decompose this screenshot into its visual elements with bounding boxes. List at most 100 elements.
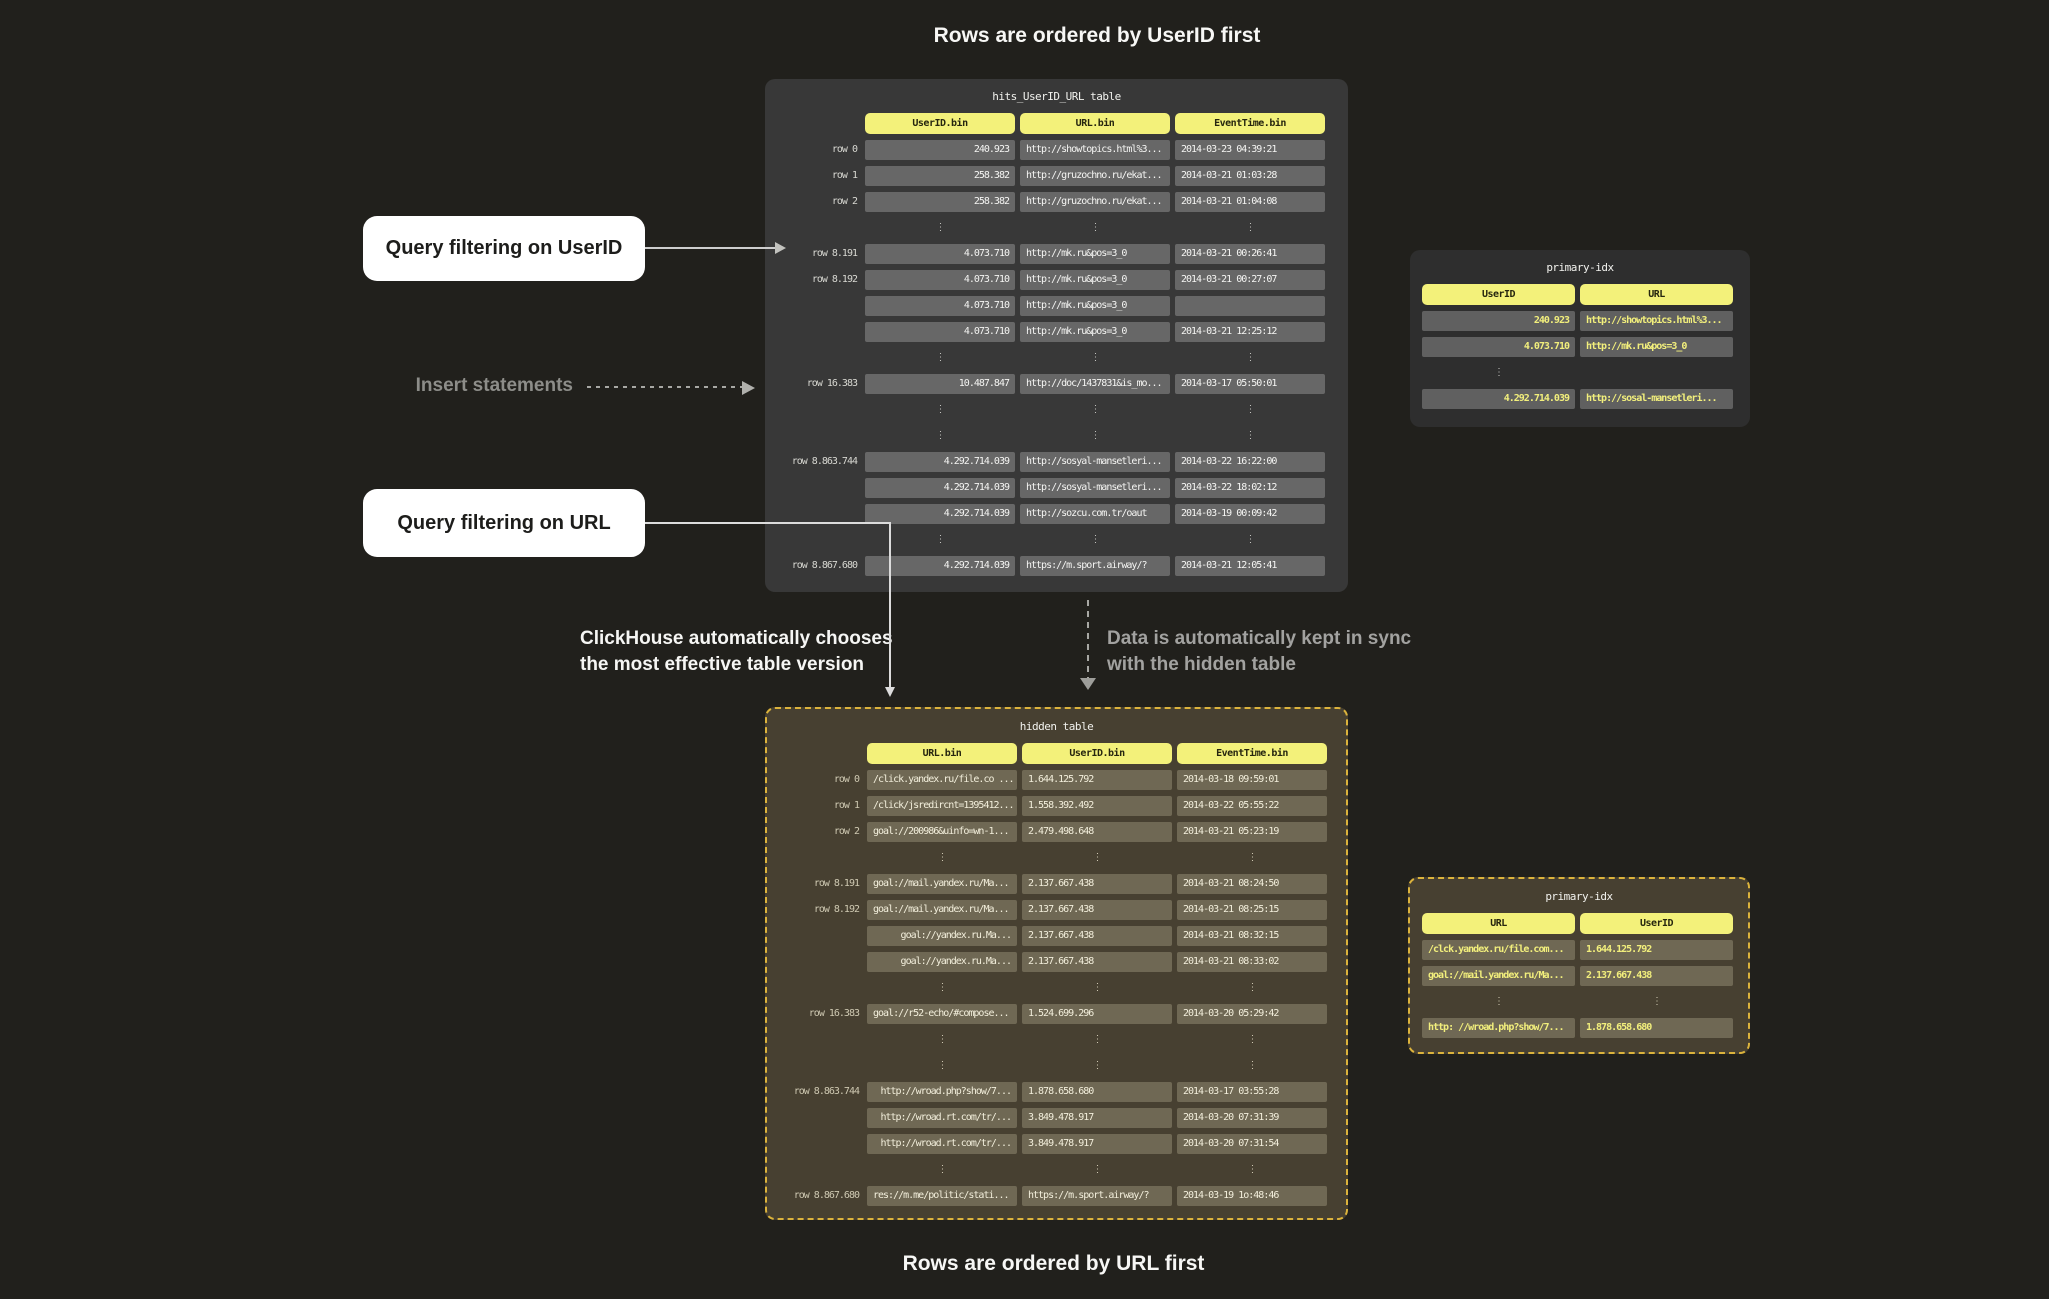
table-cell: 1.878.658.680 <box>1022 1082 1172 1102</box>
dots-row: ⋮ <box>1410 363 1750 383</box>
query-userid-arrow-line <box>645 247 775 249</box>
query-filtering-url-label: Query filtering on URL <box>397 511 611 534</box>
table-cell: 4.292.714.039 <box>865 504 1015 524</box>
column-header: UserID <box>1422 284 1575 305</box>
table-cell: 1.644.125.792 <box>1022 770 1172 790</box>
table-cell: http://showtopics.html%3... <box>1020 140 1170 160</box>
row-label: row 1 <box>831 170 858 181</box>
table-cell: /click/jsredircnt=1395412... <box>867 796 1017 816</box>
dots-cell: ⋮ <box>935 222 946 233</box>
row-label: row 16.383 <box>808 1008 860 1019</box>
table-cell: 2.137.667.438 <box>1022 926 1172 946</box>
table-cell: goal://yandex.ru.Ma... <box>867 952 1017 972</box>
column-header: UserID.bin <box>1022 743 1172 764</box>
dots-cell: ⋮ <box>1090 534 1101 545</box>
table-cell: http://sozcu.com.tr/oaut <box>1020 504 1170 524</box>
table-cell: 2014-03-21 01:03:28 <box>1175 166 1325 186</box>
table-cell: 2014-03-21 08:24:50 <box>1177 874 1327 894</box>
table-cell: 4.073.710 <box>865 296 1015 316</box>
dots-cell <box>1580 363 1733 383</box>
hidden-table-title: hidden table <box>1019 720 1094 733</box>
table-cell: 2014-03-21 08:25:15 <box>1177 900 1327 920</box>
table-cell: https://m.sport.airway/? <box>1022 1186 1172 1206</box>
dots-cell: ⋮ <box>935 404 946 415</box>
dots-cell: ⋮ <box>1247 1034 1258 1045</box>
query-url-arrowhead-icon <box>885 687 895 697</box>
table-cell: http://wroad.rt.com/tr/... <box>867 1108 1017 1128</box>
dots-cell: ⋮ <box>935 534 946 545</box>
table-cell: http: //wroad.php?show/7... <box>1422 1018 1575 1038</box>
hits-table-title: hits_UserID_URL table <box>992 90 1121 103</box>
row-label: row 8.863.744 <box>791 456 858 467</box>
dots-cell: ⋮ <box>1494 367 1504 378</box>
dots-row: ⋮⋮⋮ <box>765 426 1348 446</box>
dots-row: ⋮⋮⋮ <box>767 1030 1346 1050</box>
table-cell: 2014-03-21 00:26:41 <box>1175 244 1325 264</box>
table-cell: /clck.yandex.ru/file.com... <box>1422 940 1575 960</box>
table-cell: 2014-03-19 00:09:42 <box>1175 504 1325 524</box>
dots-cell: ⋮ <box>937 1034 948 1045</box>
table-cell: 2014-03-21 08:33:02 <box>1177 952 1327 972</box>
bottom-title: Rows are ordered by URL first <box>902 1252 1205 1275</box>
table-cell: 2014-03-21 12:05:41 <box>1175 556 1325 576</box>
table-cell: 2014-03-23 04:39:21 <box>1175 140 1325 160</box>
query-url-arrow-hline <box>645 522 891 524</box>
table-row: goal://mail.yandex.ru/Ma...2.137.667.438 <box>1410 966 1748 986</box>
row-label: row 0 <box>833 774 860 785</box>
table-cell: goal://mail.yandex.ru/Ma... <box>1422 966 1575 986</box>
query-filtering-userid-label: Query filtering on UserID <box>385 237 623 259</box>
table-cell: http://mk.ru&pos=3_0 <box>1020 270 1170 290</box>
table-cell: 2014-03-21 00:27:07 <box>1175 270 1325 290</box>
table-cell: 2014-03-21 12:25:12 <box>1175 322 1325 342</box>
table-cell: 4.073.710 <box>1422 337 1575 357</box>
top-title: Rows are ordered by UserID first <box>933 24 1261 47</box>
dots-cell: ⋮ <box>1090 352 1101 363</box>
dots-cell: ⋮ <box>937 982 948 993</box>
table-cell: 258.382 <box>865 192 1015 212</box>
dots-row: ⋮⋮⋮ <box>765 400 1348 420</box>
table-cell: 2014-03-22 05:55:22 <box>1177 796 1327 816</box>
table-cell: http://sosal-mansetleri... <box>1580 389 1733 409</box>
row-label: row 8.191 <box>813 878 860 889</box>
dots-cell: ⋮ <box>935 352 946 363</box>
table-cell: 4.292.714.039 <box>1422 389 1575 409</box>
table-cell: 2014-03-18 09:59:01 <box>1177 770 1327 790</box>
dots-row: ⋮⋮⋮ <box>767 1056 1346 1076</box>
kept-in-sync-annotation: Data is automatically kept in sync with … <box>1107 628 1412 675</box>
table-cell: 258.382 <box>865 166 1015 186</box>
dots-row: ⋮⋮⋮ <box>767 848 1346 868</box>
table-cell: 4.292.714.039 <box>865 478 1015 498</box>
table-cell: goal://yandex.ru.Ma... <box>867 926 1017 946</box>
row-label: row 8.192 <box>813 904 860 915</box>
dots-cell: ⋮ <box>1245 404 1256 415</box>
table-row: row 1/click/jsredircnt=1395412...1.558.3… <box>767 796 1346 816</box>
table-row: row 0/click.yandex.ru/file.co ...1.644.1… <box>767 770 1346 790</box>
table-cell: 1.644.125.792 <box>1580 940 1733 960</box>
column-header: EventTime.bin <box>1177 743 1327 764</box>
dots-cell: ⋮ <box>1494 996 1504 1007</box>
table-cell: 2.137.667.438 <box>1022 952 1172 972</box>
table-cell: 2.137.667.438 <box>1022 900 1172 920</box>
sync-arrow-line <box>1087 600 1089 678</box>
column-header: URL.bin <box>1020 113 1170 134</box>
